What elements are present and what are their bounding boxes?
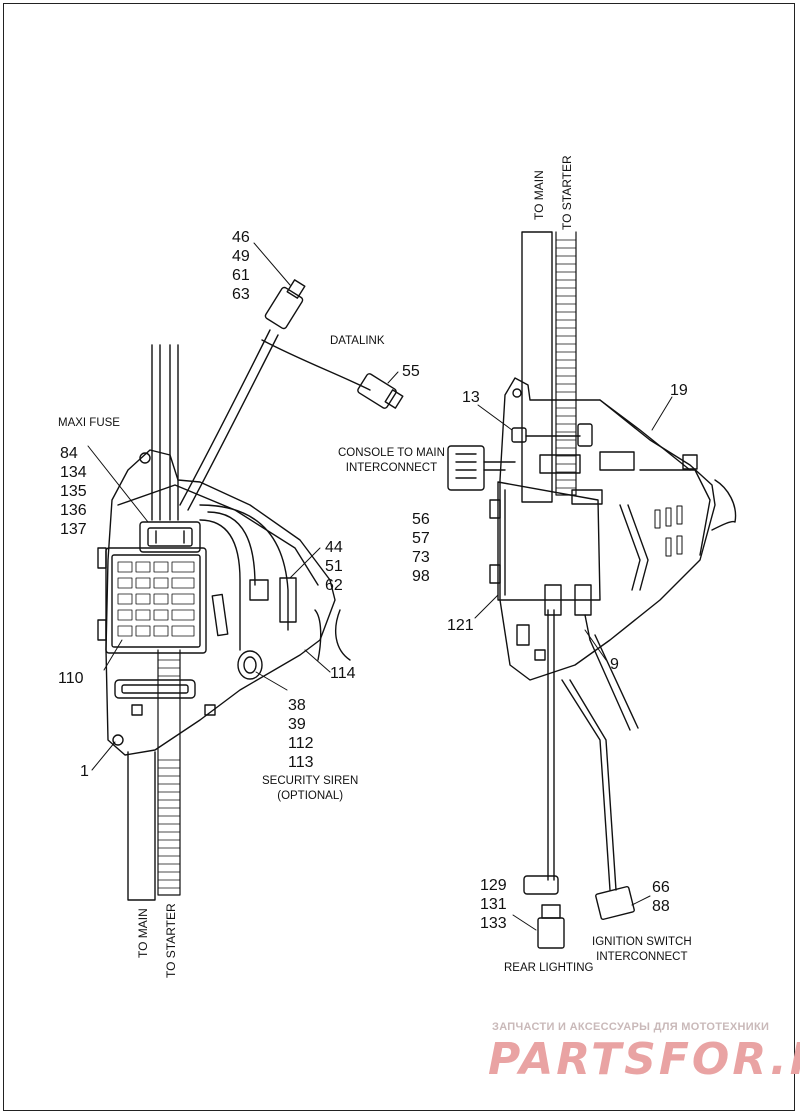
starter-conduit-right — [555, 231, 577, 496]
watermark-brand: PARTSFOR.RU — [488, 1034, 800, 1085]
mounting-bracket — [105, 449, 336, 756]
callout-13: 13 — [462, 389, 480, 406]
page-border — [3, 3, 795, 1111]
console-interconnect-label: CONSOLE TO MAIN INTERCONNECT — [338, 447, 445, 474]
right-assembly — [447, 231, 737, 949]
left-assembly — [87, 242, 404, 901]
starter-conduit-left — [157, 649, 181, 896]
left-to-starter-label: TO STARTER — [164, 903, 178, 978]
callout-66-88: 66 88 — [652, 879, 670, 915]
connector-46 — [264, 279, 306, 330]
maxi-fuse — [139, 521, 201, 553]
datalink-label: DATALINK — [330, 335, 385, 347]
security-siren-label: SECURITY SIREN (OPTIONAL) — [262, 775, 359, 802]
callout-44-51-62: 44 51 62 — [325, 539, 343, 594]
callout-110: 110 — [58, 670, 84, 687]
callout-56-57-73-98: 56 57 73 98 — [412, 511, 430, 585]
leader-lines-right — [474, 396, 673, 931]
console-housing — [489, 481, 601, 601]
ignition-interconnect-label: IGNITION SWITCH INTERCONNECT — [592, 936, 692, 963]
maxi-fuse-label: MAXI FUSE — [58, 417, 120, 429]
right-to-starter-label: TO STARTER — [560, 155, 574, 230]
leader-lines-left — [87, 242, 399, 771]
left-to-main-label: TO MAIN — [136, 908, 150, 958]
security-siren — [237, 650, 263, 680]
rear-lighting-label: REAR LIGHTING — [504, 962, 594, 974]
callout-55: 55 — [402, 363, 420, 380]
callout-1: 1 — [80, 763, 89, 780]
fuse-box — [97, 547, 207, 654]
console-to-main-connector — [447, 445, 485, 491]
rear-lighting-connector — [537, 904, 565, 949]
callout-19: 19 — [670, 382, 688, 399]
callout-114: 114 — [330, 665, 356, 682]
ignition-switch-connector — [595, 885, 635, 921]
watermark-tagline: ЗАПЧАСТИ И АКСЕССУАРЫ ДЛЯ МОТОТЕХНИКИ — [492, 1021, 770, 1033]
callout-84-137: 84 134 135 136 137 — [60, 445, 87, 538]
callout-46-49-61-63: 46 49 61 63 — [232, 229, 250, 303]
callout-129-131-133: 129 131 133 — [480, 877, 507, 932]
right-to-main-label: TO MAIN — [532, 170, 546, 220]
callout-9: 9 — [610, 656, 619, 673]
callout-38-39-112-113: 38 39 112 113 — [288, 697, 314, 771]
datalink-connector — [357, 373, 404, 409]
callout-121: 121 — [447, 617, 474, 634]
right-bracket — [499, 377, 716, 681]
